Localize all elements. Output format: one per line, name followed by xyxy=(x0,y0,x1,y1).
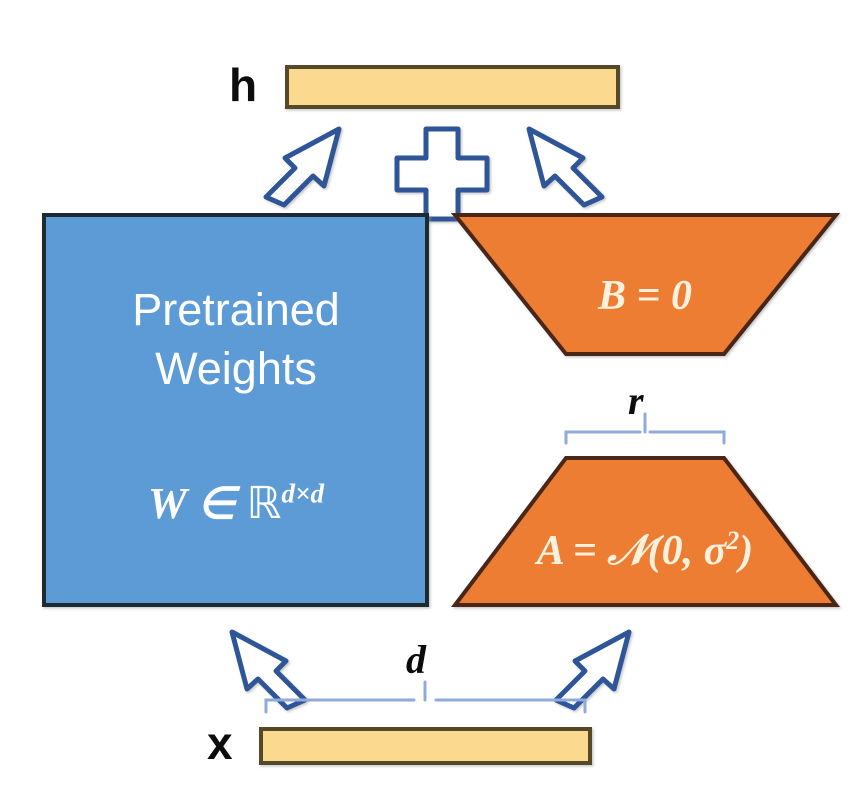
rank-brace-label: r xyxy=(628,378,644,423)
input-vector-bar xyxy=(259,727,592,765)
output-vector-label: h xyxy=(229,59,258,111)
arrow-input-to-pretrained-icon xyxy=(229,629,308,711)
adapter-a-formula: A = 𝒩(0, σ2) xyxy=(440,525,850,575)
output-vector-bar xyxy=(285,65,620,109)
plus-operator-icon xyxy=(394,126,490,222)
adapter-b-trapezoid xyxy=(450,213,841,356)
arrow-input-to-adapter-a-icon xyxy=(553,629,632,711)
adapter-a-exponent: 2 xyxy=(726,526,740,555)
adapter-a-args-open: (0, xyxy=(647,528,704,574)
pretrained-weights-line2: Weights xyxy=(155,343,317,395)
arrow-pretrained-to-output-icon xyxy=(263,126,342,208)
formula-symbol-w: W xyxy=(147,479,187,528)
dim-brace-label: d xyxy=(406,637,426,682)
formula-member-sign: ∈ xyxy=(186,479,247,528)
input-vector-label: x xyxy=(207,717,233,769)
adapter-a-normal-symbol: 𝒩 xyxy=(607,525,648,574)
adapter-a-sigma: σ xyxy=(703,528,727,574)
formula-exponent: d×d xyxy=(281,478,325,509)
adapter-a-args-close: ) xyxy=(739,528,754,574)
pretrained-weights-formula: W ∈ ℝd×d xyxy=(44,478,428,529)
pretrained-weights-title: Pretrained Weights xyxy=(44,280,428,399)
pretrained-weights-block xyxy=(42,213,429,607)
adapter-a-lhs: A = xyxy=(536,528,608,574)
adapter-a-trapezoid xyxy=(450,456,841,607)
pretrained-weights-line1: Pretrained xyxy=(132,284,340,335)
formula-real-numbers-symbol: ℝ xyxy=(246,478,282,529)
rank-brace xyxy=(564,412,726,445)
dim-brace xyxy=(264,680,587,714)
arrow-adapter-b-to-output-icon xyxy=(526,126,605,208)
adapter-b-formula: B = 0 xyxy=(598,273,692,319)
